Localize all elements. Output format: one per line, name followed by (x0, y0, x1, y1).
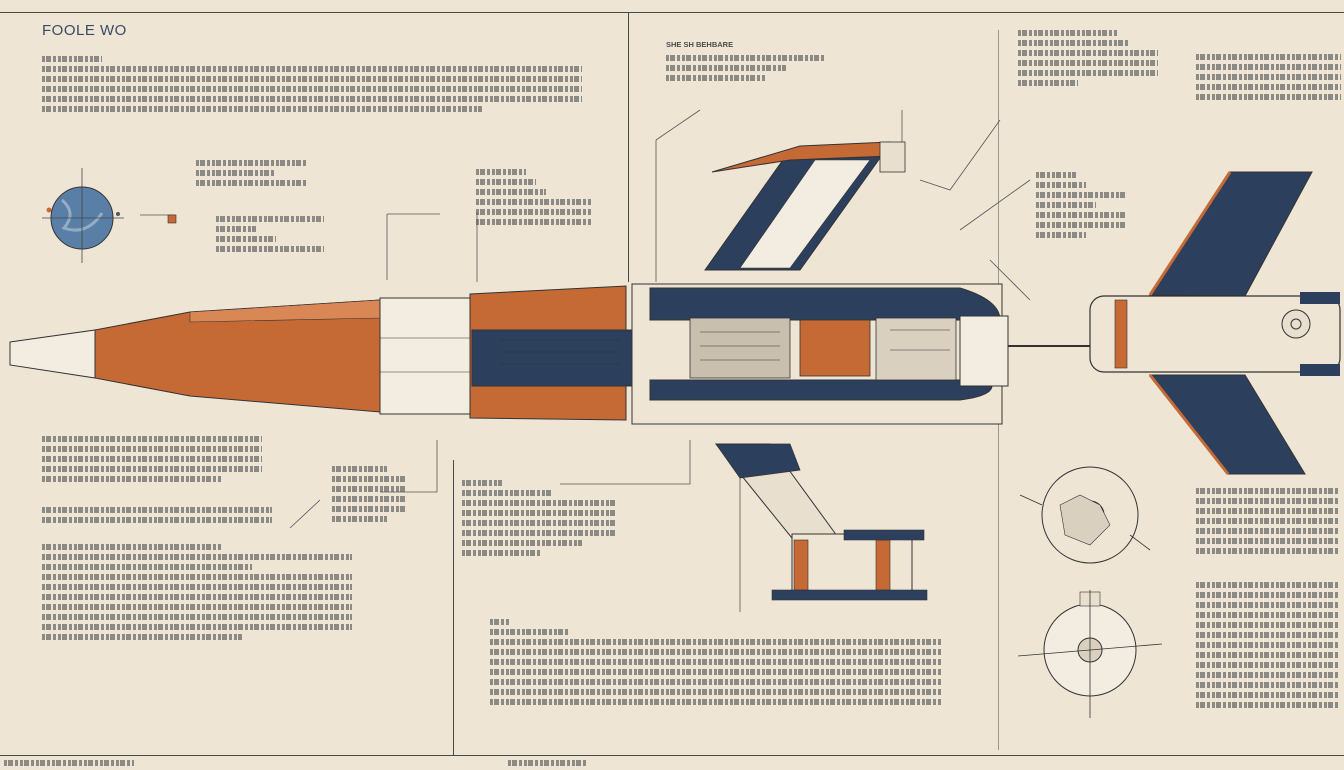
main-fuselage (9, 283, 1090, 425)
bottom-strip-left (4, 756, 134, 770)
right-mid-callout-text (1036, 168, 1126, 242)
lower-left-text-block-1 (42, 432, 262, 486)
center-lower-callout (462, 476, 617, 560)
far-right-text-block (1196, 50, 1341, 104)
left-callout-text-1 (196, 156, 306, 190)
detail-circle-lower (1017, 590, 1163, 718)
bottom-center-text-block (490, 615, 942, 709)
side-view-craft (1089, 171, 1341, 475)
lower-left-text-block-2 (42, 503, 272, 527)
top-center-text-block: SHE SH BEHBARE (666, 40, 826, 85)
lower-left-text-block-3 (42, 540, 352, 644)
divider-vertical-bottom (453, 460, 454, 756)
top-border (0, 12, 1344, 13)
right-lower-text-block-2 (1196, 578, 1339, 712)
detail-circle-upper (1019, 466, 1151, 564)
right-lower-text-block-1 (1196, 484, 1339, 558)
landing-gear-assembly (714, 443, 928, 601)
mid-callout-text (476, 165, 591, 229)
upper-wing (704, 141, 906, 271)
left-callout-text-2 (216, 212, 324, 256)
leader-lines (140, 109, 1031, 612)
planet-globe (42, 168, 124, 263)
intro-text-block (42, 52, 582, 116)
top-center-heading: SHE SH BEHBARE (666, 40, 734, 49)
divider-vertical-top (628, 12, 629, 282)
bottom-strip-center (508, 756, 588, 770)
right-top-text-block (1018, 26, 1158, 90)
center-small-callout (332, 462, 407, 526)
bottom-border (0, 755, 1344, 756)
page-title: FOOLE WO (42, 22, 127, 39)
